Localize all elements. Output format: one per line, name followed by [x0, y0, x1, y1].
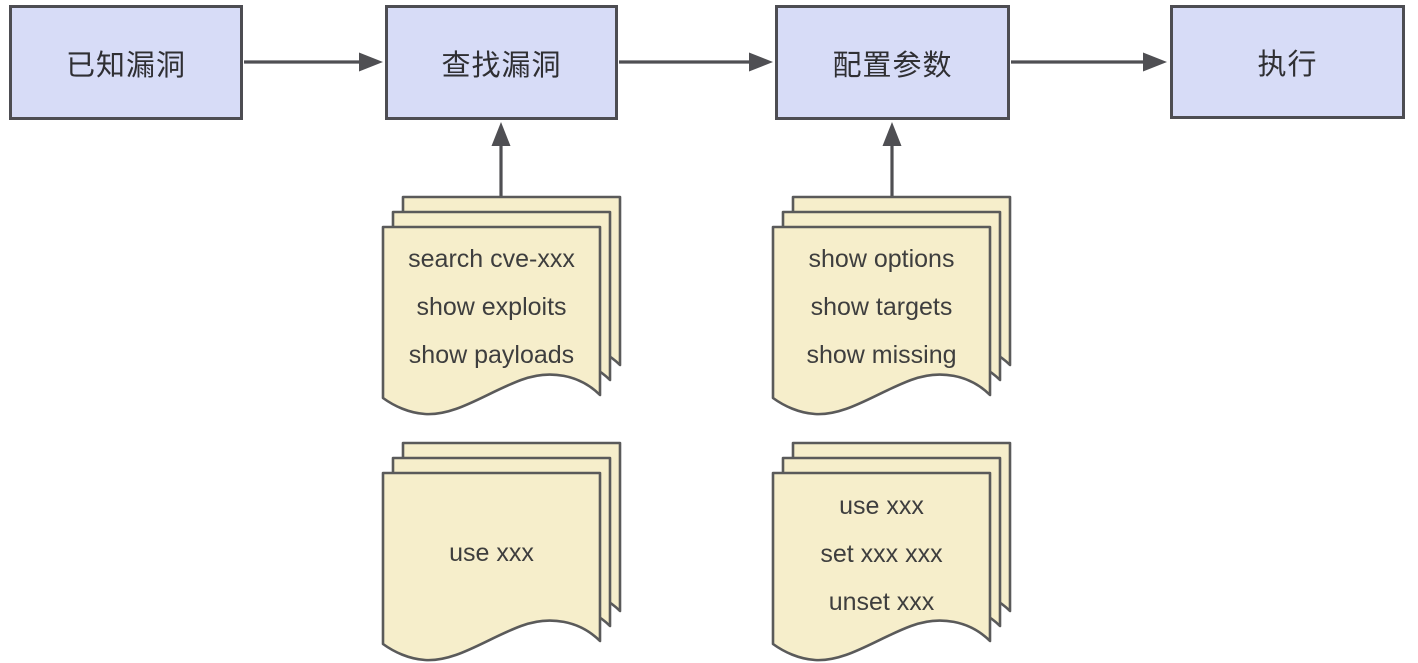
doc-stack-search-commands-text: search cve-xxx show exploits show payloa…: [383, 235, 600, 379]
flowbox-label: 已知漏洞: [65, 49, 186, 82]
doc-stack-set-commands-text: use xxx set xxx xxx unset xxx: [773, 482, 990, 626]
command-line: search cve-xxx: [408, 245, 575, 273]
flowbox-label: 查找漏洞: [441, 49, 562, 82]
flowbox-execute: 执行: [1170, 5, 1405, 119]
arrowhead-icon: [491, 122, 511, 146]
arrow-search-to-config: [619, 52, 773, 72]
command-line: use xxx: [839, 492, 924, 520]
arrowhead-icon: [359, 52, 383, 72]
arrow-docs-to-config: [882, 122, 902, 198]
flowbox-label: 配置参数: [832, 49, 953, 82]
arrowhead-icon: [1143, 52, 1167, 72]
arrow-known-to-search: [244, 52, 383, 72]
arrowhead-icon: [749, 52, 773, 72]
command-line: show options: [808, 245, 955, 273]
command-line: unset xxx: [828, 588, 935, 616]
command-line: show exploits: [416, 293, 567, 321]
flowbox-known-vulnerability: 已知漏洞: [9, 5, 243, 120]
command-line: show targets: [810, 293, 953, 321]
arrow-docs-to-search: [491, 122, 511, 198]
flowbox-label: 执行: [1257, 49, 1318, 81]
command-line: use xxx: [449, 539, 534, 567]
command-line: show payloads: [408, 341, 575, 369]
command-line: set xxx xxx: [820, 540, 943, 568]
doc-stack-show-commands-text: show options show targets show missing: [773, 235, 990, 379]
doc-stack-use-command-text: use xxx: [383, 529, 600, 577]
flowbox-configure-parameters: 配置参数: [775, 5, 1010, 120]
arrowhead-icon: [882, 122, 902, 146]
flowbox-find-vulnerability: 查找漏洞: [385, 5, 618, 120]
arrow-config-to-execute: [1011, 52, 1167, 72]
command-line: show missing: [806, 341, 957, 369]
